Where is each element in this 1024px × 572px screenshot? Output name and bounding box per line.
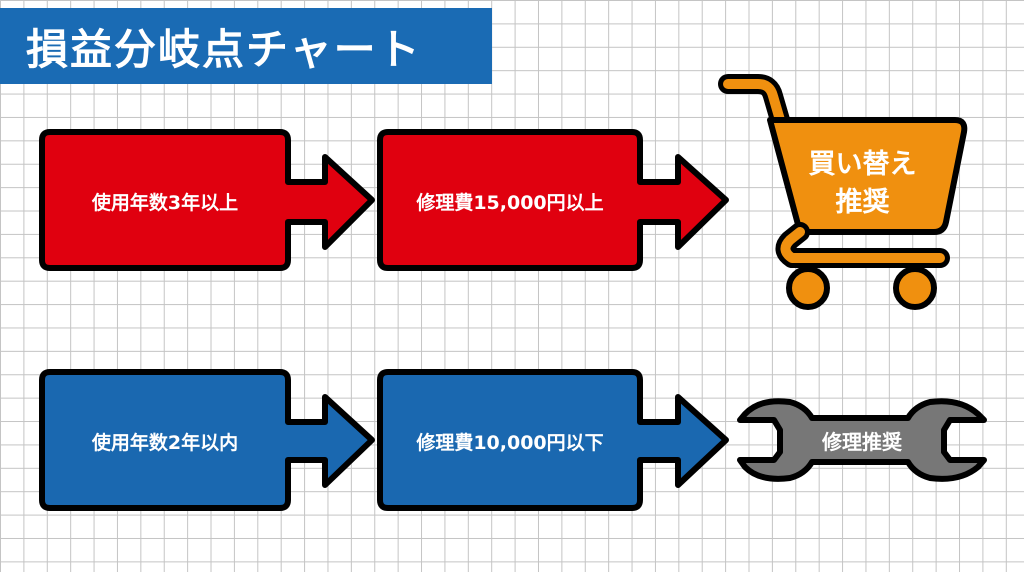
page-title: 損益分岐点チャート xyxy=(26,24,422,74)
replace-recommend-label-line2: 推奨 xyxy=(835,187,890,218)
repair-recommend-label: 修理推奨 xyxy=(822,430,902,454)
condition-label: 修理費10,000円以下 xyxy=(416,432,604,454)
condition-label: 使用年数3年以上 xyxy=(91,192,239,214)
replace-recommend-label-line1: 買い替え xyxy=(808,149,917,180)
condition-label: 使用年数2年以内 xyxy=(91,432,239,454)
condition-label: 修理費15,000円以上 xyxy=(416,192,604,214)
title-banner: 損益分岐点チャート xyxy=(0,8,492,84)
